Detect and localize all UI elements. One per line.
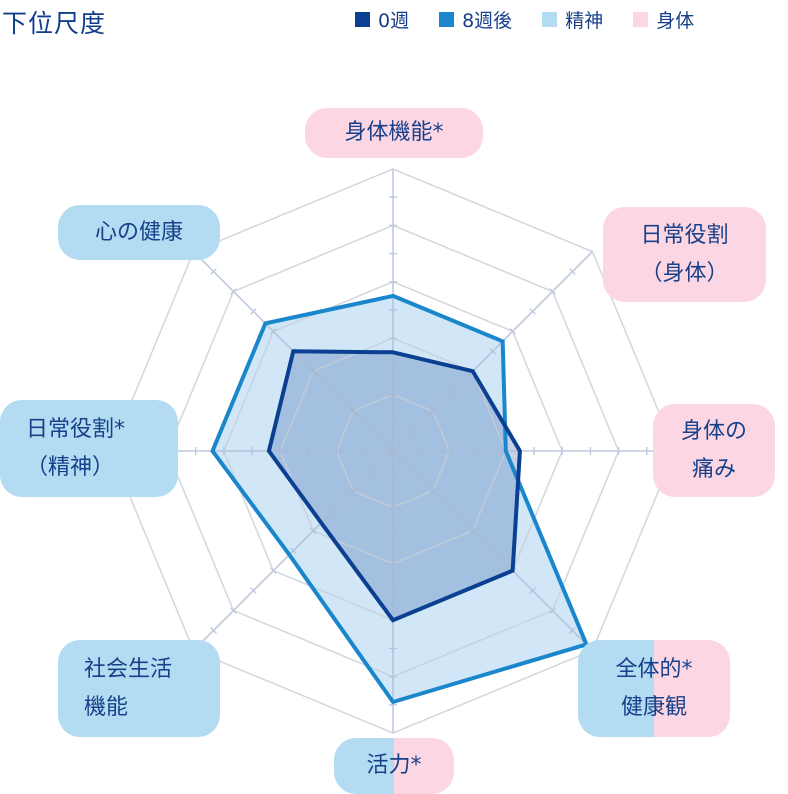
legend-item-week0: 0週 <box>355 6 409 33</box>
legend-swatch <box>633 12 649 27</box>
series-line-week8 <box>210 293 590 705</box>
axis-tick <box>329 387 337 395</box>
axis-tick <box>509 328 516 335</box>
axis-tick <box>270 567 277 574</box>
legend-swatch <box>439 12 455 27</box>
legend-item-mind: 精神 <box>542 6 603 33</box>
legend-swatch <box>355 12 370 27</box>
axis-tick <box>369 467 377 475</box>
axis-label-vitality: 活力* <box>334 738 454 794</box>
axis-tick <box>449 387 457 395</box>
axis-tick <box>270 328 277 335</box>
axis-tick <box>349 407 357 415</box>
axis-tick <box>210 627 217 634</box>
legend-swatch <box>542 12 558 27</box>
chart-title: 下位尺度 <box>2 9 107 38</box>
axis-tick <box>309 367 317 375</box>
axis-tick <box>569 627 576 634</box>
axis-tick <box>469 527 477 535</box>
axis-tick <box>329 507 337 515</box>
axis-tick <box>429 407 437 415</box>
axis-tick <box>210 268 217 275</box>
axis-tick <box>429 487 437 495</box>
axis-tick <box>230 607 237 614</box>
axis-tick <box>230 288 237 295</box>
axis-label-text: 全体的* <box>615 656 693 682</box>
axis-tick <box>349 487 357 495</box>
axis-label-text: 機能 <box>84 694 129 720</box>
legend-label: 身体 <box>656 10 695 32</box>
axis-label-text: 日常役割* <box>26 416 126 442</box>
legend-label: 8週後 <box>462 10 513 32</box>
legend-label: 精神 <box>565 10 604 32</box>
axis-label-text: 痛み <box>691 456 736 482</box>
axis-tick <box>369 427 377 435</box>
axis-label-text: 日常役割 <box>640 222 729 248</box>
series-line-week0 <box>266 349 522 623</box>
axis-tick <box>449 507 457 515</box>
axis-tick <box>529 308 536 315</box>
axis-tick <box>309 527 317 535</box>
axis-label-text: 心の健康 <box>94 219 183 245</box>
axis-label-text: 健康観 <box>620 694 687 720</box>
axis-tick <box>489 347 497 355</box>
axis-tick <box>549 288 556 295</box>
axis-tick <box>250 308 257 315</box>
series-area-week8 <box>212 295 587 702</box>
axis-label-role-emotional: 日常役割* （精神） <box>0 400 178 497</box>
legend: 0週 8週後 精神 身体 <box>355 6 694 33</box>
axis-tick <box>409 467 417 475</box>
axis-label-role-physical: 日常役割 （身体） <box>603 207 766 302</box>
axis-label-text: （精神） <box>26 454 115 480</box>
axis-label-physical-function: 身体機能* <box>305 108 483 158</box>
axis-tick <box>569 268 576 275</box>
axis-label-text: （身体） <box>640 260 729 286</box>
axis-label-mental-health: 心の健康 <box>58 205 220 260</box>
axis-tick <box>529 587 536 594</box>
legend-item-week8: 8週後 <box>439 6 512 33</box>
axis-label-text: 活力* <box>366 753 422 778</box>
series-area-week0 <box>268 351 520 621</box>
axis-tick <box>289 547 297 555</box>
axis-tick <box>489 547 497 555</box>
axis-label-text: 社会生活 <box>84 656 173 682</box>
axis-label-bodily-pain: 身体の 痛み <box>653 404 775 497</box>
axis-label-social-functioning: 社会生活 機能 <box>58 640 220 737</box>
axis-label-general-health: 全体的* 健康観 <box>578 640 730 737</box>
axis-tick <box>409 427 417 435</box>
legend-label: 0週 <box>378 10 410 32</box>
legend-item-body: 身体 <box>633 6 694 33</box>
axis-label-text: 身体機能* <box>344 120 444 145</box>
axis-tick <box>549 607 556 614</box>
axis-tick <box>250 587 257 594</box>
axis-label-text: 身体の <box>680 418 747 444</box>
